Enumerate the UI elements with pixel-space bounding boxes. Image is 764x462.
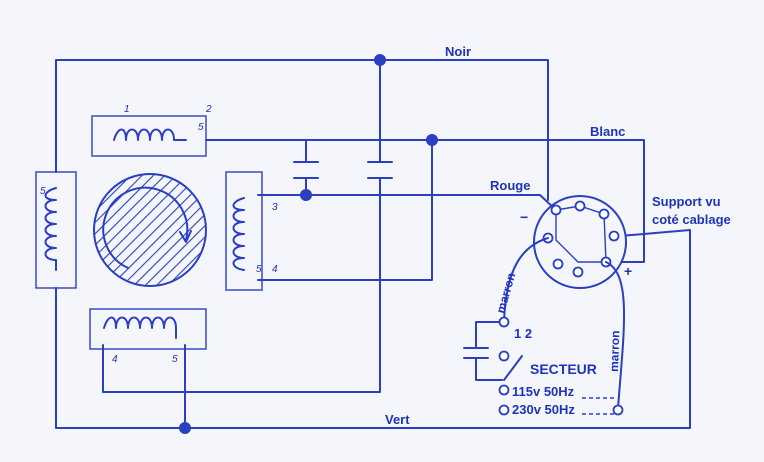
lead-marron-left (503, 237, 549, 323)
label-plus: + (624, 263, 632, 279)
coil-top (91, 115, 207, 157)
pin-label: 4 (112, 354, 118, 365)
capacitor-right (367, 161, 393, 179)
label-115v: 115v 50Hz (512, 384, 575, 399)
label-230v: 230v 50Hz (512, 402, 575, 417)
socket-pin (598, 208, 610, 220)
junction-rouge (300, 189, 312, 201)
wire-noir (55, 59, 549, 201)
label-noir: Noir (445, 44, 471, 59)
rotor (93, 173, 207, 287)
socket-pin (608, 230, 620, 242)
pin-label: 5 (198, 122, 204, 133)
label-minus: − (520, 209, 528, 225)
pin-label: 4 (272, 264, 278, 275)
socket-pin (572, 266, 584, 278)
socket-support (533, 195, 627, 289)
junction-vert (179, 422, 191, 434)
label-marron-right: marron (607, 330, 622, 372)
pin-label: 5 (40, 186, 46, 197)
label-rouge: Rouge (490, 178, 530, 193)
wire-vert (55, 229, 691, 429)
pin-label: 5 (256, 264, 262, 275)
socket-pin (574, 200, 586, 212)
wire-rouge (257, 194, 557, 211)
junction-blanc (426, 134, 438, 146)
junction-noir (374, 54, 386, 66)
label-positions: 1 2 (514, 326, 532, 341)
mains-switch (463, 316, 624, 416)
pin-label: 3 (272, 202, 278, 213)
label-support-line1: Support vu (652, 194, 721, 209)
label-support-line2: coté cablage (652, 212, 731, 227)
socket-pin (552, 258, 564, 270)
label-blanc: Blanc (590, 124, 625, 139)
label-vert: Vert (385, 412, 410, 427)
lead-marron-right (605, 261, 626, 409)
pin-label: 1 (124, 104, 130, 115)
label-secteur: SECTEUR (530, 361, 597, 377)
coil-right (225, 171, 263, 291)
coil-left (35, 171, 77, 289)
wire-blanc (205, 139, 645, 263)
socket-pin (550, 204, 562, 216)
label-marron-left: marron (493, 271, 518, 315)
pin-label: 2 (205, 104, 212, 115)
pin-label: 5 (172, 354, 178, 365)
coil-bottom (89, 308, 207, 350)
capacitor-left (293, 161, 319, 179)
